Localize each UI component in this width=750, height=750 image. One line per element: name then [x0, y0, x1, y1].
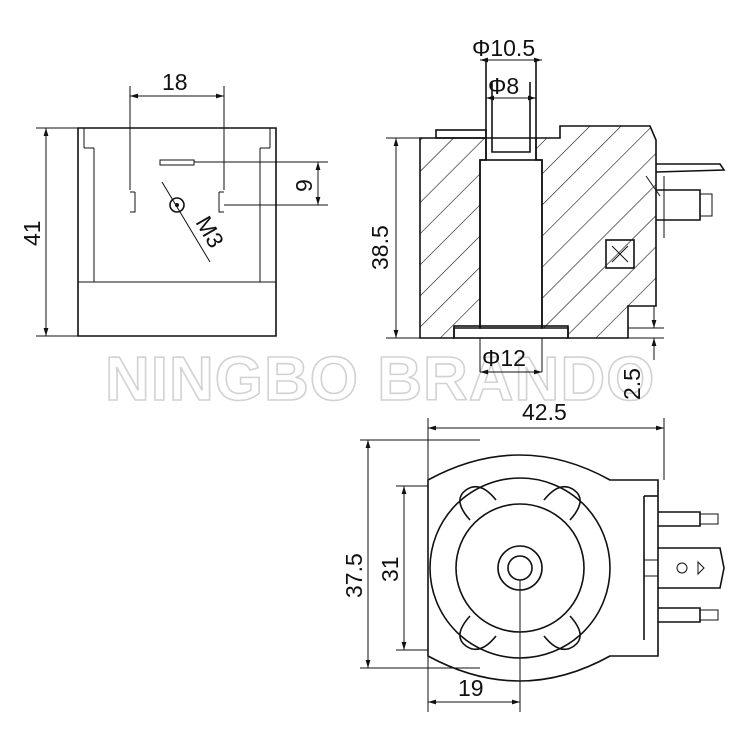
coil-body-outline	[77, 127, 277, 337]
top-view: 42.5 37.5 31 19	[341, 399, 725, 712]
top-view-outline	[427, 454, 659, 682]
length-dimension: 42.5	[522, 399, 567, 425]
pitch-dimension: 9	[291, 179, 317, 192]
section-height-dimension: 38.5	[367, 225, 393, 270]
inner-diameter-dimension: Φ8	[488, 73, 519, 99]
section-body-right	[535, 125, 657, 339]
core-tube	[479, 159, 543, 329]
section-body	[419, 137, 487, 339]
front-view: M3 18 41 9	[19, 69, 328, 337]
screw-icon	[169, 197, 185, 213]
terminal-top	[658, 511, 701, 527]
section-view: Φ10.5 Φ8 38.5 Φ12 2.5	[367, 35, 726, 400]
center-offset-dimension: 19	[458, 675, 484, 701]
watermark: NINGBO BRANDO	[105, 345, 655, 414]
height-dimension: 41	[19, 220, 45, 246]
inner-width-dimension: 31	[377, 556, 403, 582]
terminal-bottom	[658, 607, 701, 623]
outer-diameter-dimension: Φ10.5	[472, 35, 535, 61]
outer-width-dimension: 37.5	[341, 553, 367, 598]
width-dimension: 18	[162, 69, 188, 95]
screw-label: M3	[191, 212, 229, 253]
base-diameter-dimension: Φ12	[482, 345, 526, 371]
offset-dimension: 2.5	[619, 368, 645, 400]
terminal-middle	[658, 547, 725, 589]
core-hole	[507, 555, 533, 581]
connector-tab	[605, 239, 635, 269]
